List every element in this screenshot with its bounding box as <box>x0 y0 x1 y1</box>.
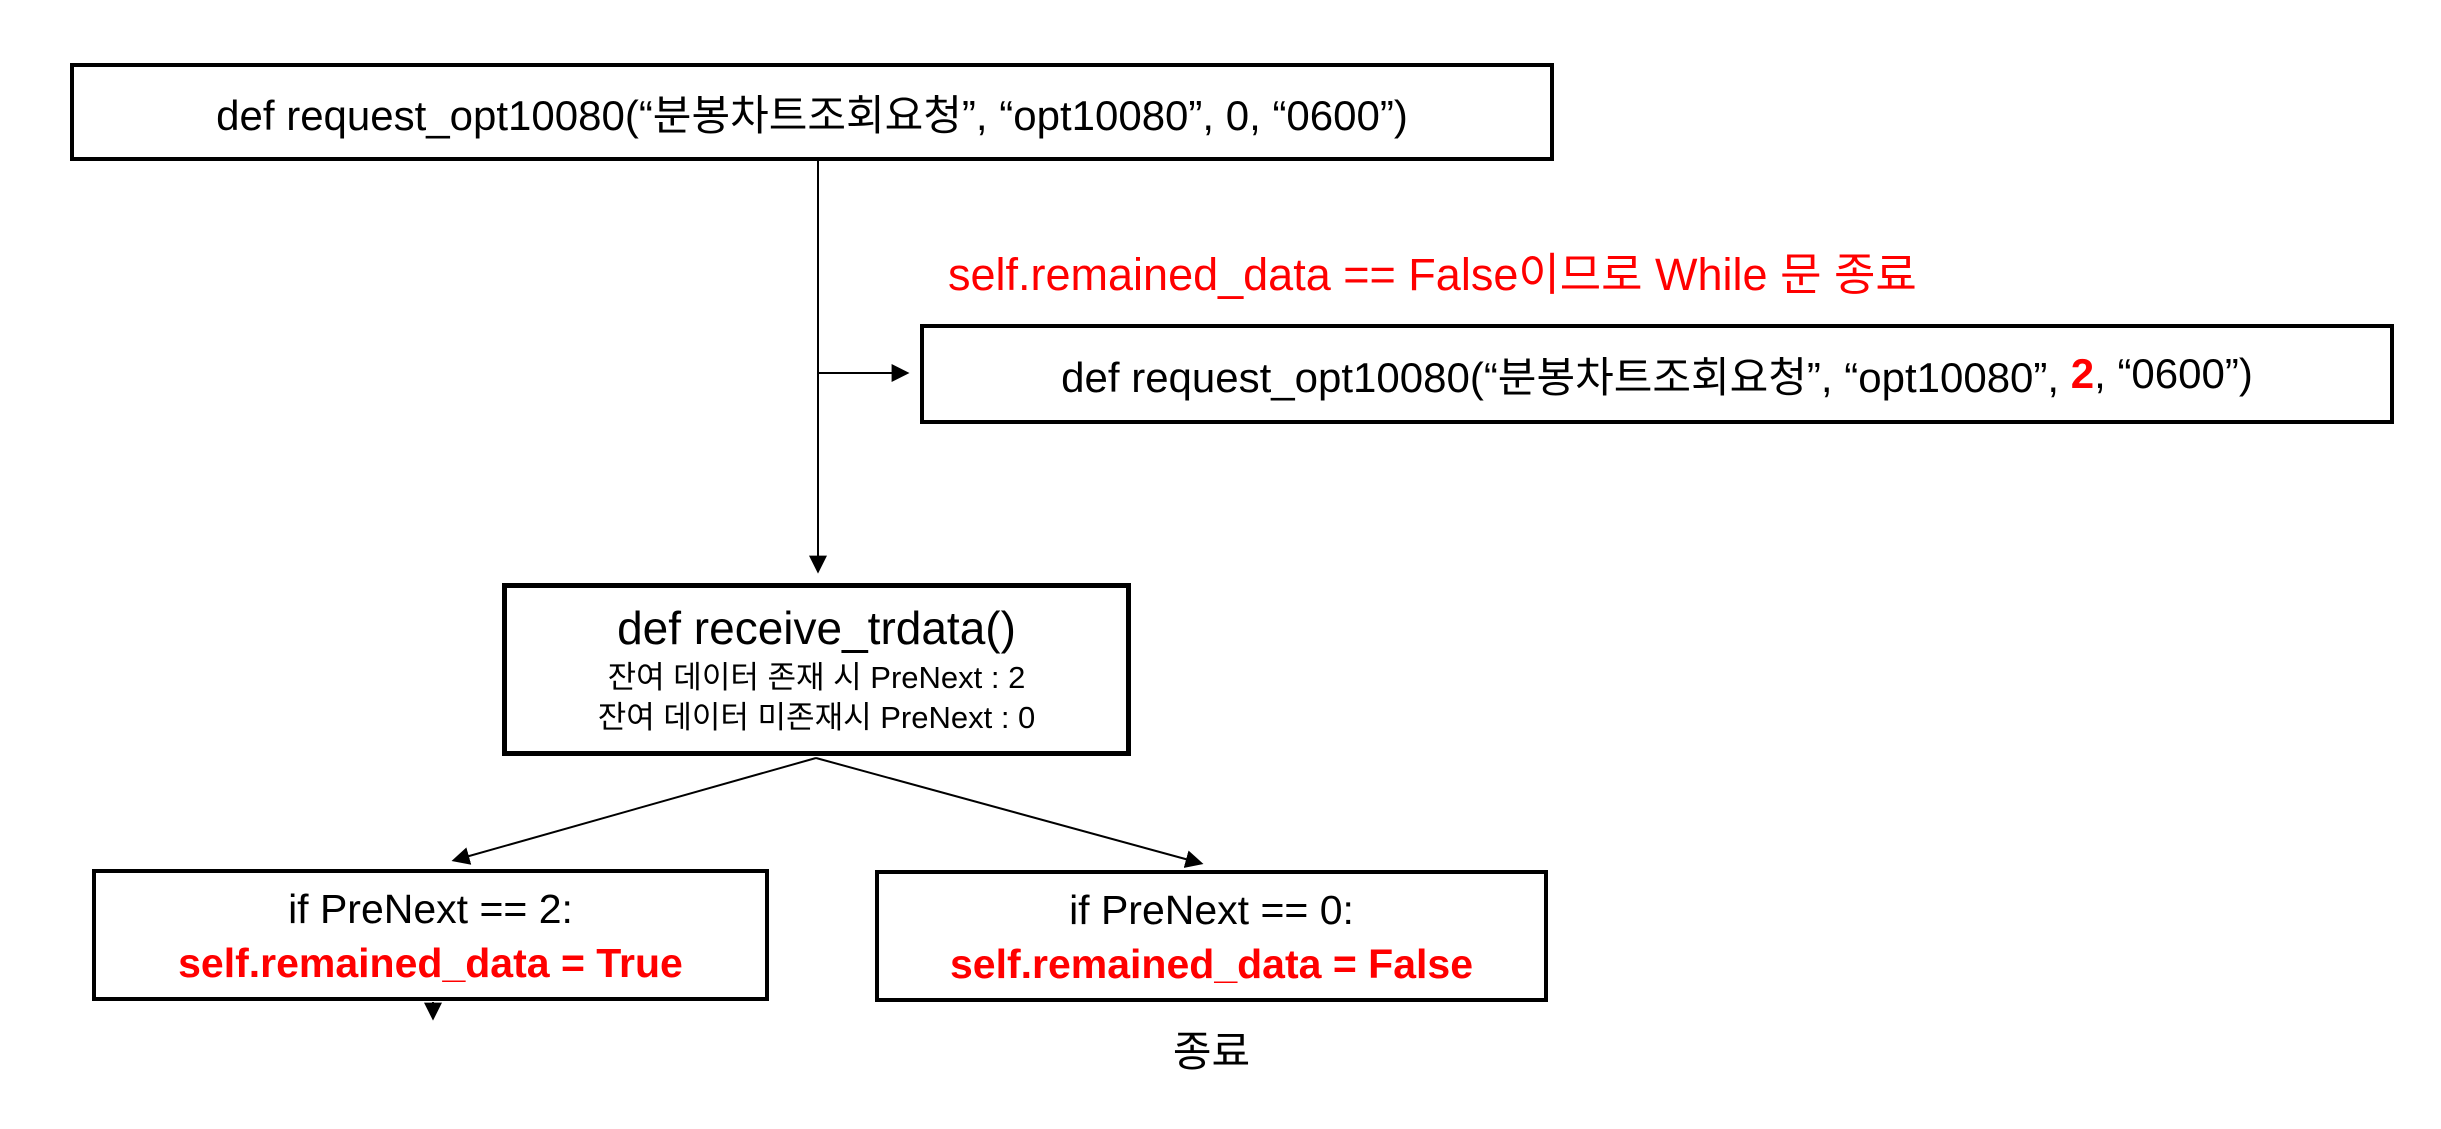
node-request-initial: def request_opt10080(“분봉차트조회요청”, “opt100… <box>70 63 1554 161</box>
request-initial-label: def request_opt10080(“분봉차트조회요청”, “opt100… <box>216 91 1408 139</box>
prenext-two-condition: if PreNext == 2: <box>288 885 573 932</box>
arrow-receive-to-prenext-zero <box>815 757 1204 868</box>
request-next-label-prefix: def request_opt10080(“분봉차트조회요청”, “opt100… <box>1061 353 2071 401</box>
request-next-label-suffix: , “0600”) <box>2094 350 2253 397</box>
receive-trdata-title: def receive_trdata() <box>617 602 1016 655</box>
node-receive-trdata: def receive_trdata() 잔여 데이터 존재 시 PreNext… <box>502 583 1131 756</box>
arrow-receive-to-prenext-two <box>451 757 817 865</box>
prenext-zero-condition: if PreNext == 0: <box>1069 886 1354 933</box>
while-exit-note: self.remained_data == False이므로 While 문 종… <box>948 249 1917 300</box>
node-prenext-two: if PreNext == 2: self.remained_data = Tr… <box>92 869 769 1001</box>
node-request-next: def request_opt10080(“분봉차트조회요청”, “opt100… <box>920 324 2394 424</box>
prenext-zero-action: self.remained_data = False <box>949 941 1473 988</box>
receive-trdata-subtitle1: 잔여 데이터 존재 시 PreNext : 2 <box>607 659 1026 695</box>
receive-trdata-subtitle2: 잔여 데이터 미존재시 PreNext : 0 <box>597 700 1036 736</box>
request-next-label-highlight: 2 <box>2070 350 2095 397</box>
node-prenext-zero: if PreNext == 0: self.remained_data = Fa… <box>875 870 1548 1002</box>
end-label: 종료 <box>1172 1028 1251 1075</box>
prenext-two-action: self.remained_data = True <box>178 940 683 987</box>
